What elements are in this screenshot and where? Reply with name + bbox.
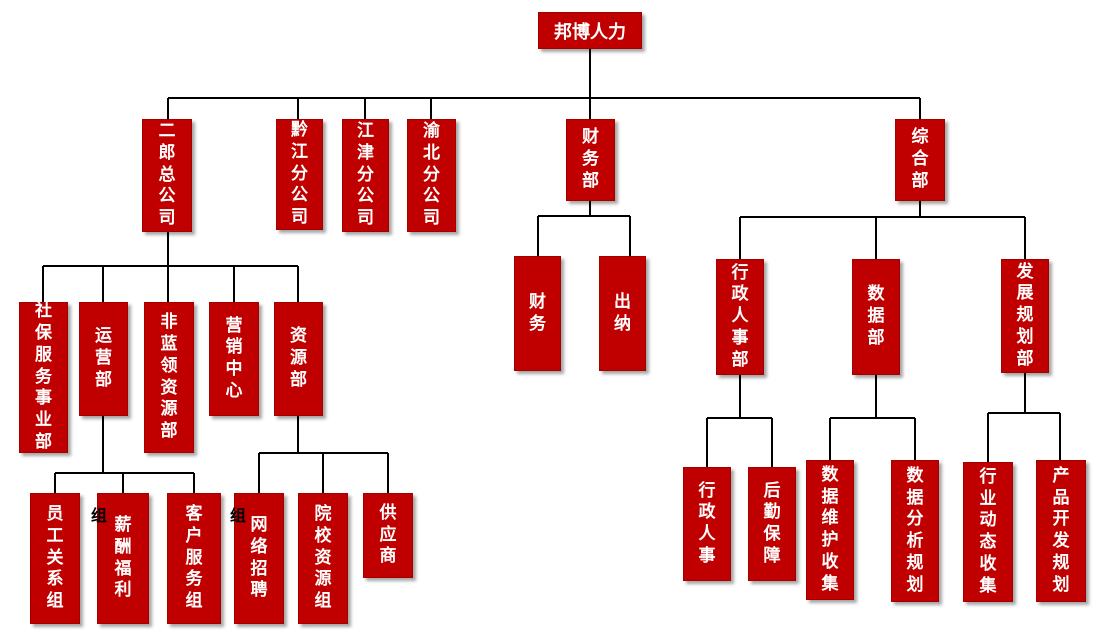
node-weihu[interactable]: 数据维护收集 — [806, 460, 854, 600]
node-label: 出纳 — [614, 291, 631, 334]
node-caiwu[interactable]: 财务 — [514, 256, 561, 371]
node-qianjiang[interactable]: 黔江分公司 — [276, 119, 323, 230]
node-label: 薪酬福利 — [114, 515, 132, 601]
node-ziyuan[interactable]: 资源部 — [274, 302, 323, 416]
node-shuju[interactable]: 数据部 — [852, 259, 900, 375]
node-label: 院校资源组 — [314, 504, 332, 612]
node-chuna[interactable]: 出纳 — [599, 256, 646, 371]
node-erlang[interactable]: 二郎总公司 — [142, 119, 192, 232]
node-kehu[interactable]: 客户服务组 — [167, 493, 221, 624]
node-label: 行业动态收集 — [979, 466, 997, 596]
node-label: 客户服务组 — [185, 504, 203, 612]
node-feilanling[interactable]: 非蓝领资源部 — [144, 302, 194, 453]
node-label: 产品开发规划 — [1052, 465, 1070, 595]
node-label: 数据维护收集 — [821, 464, 839, 594]
node-label: 江津分公司 — [357, 121, 374, 229]
node-yubei[interactable]: 渝北分公司 — [407, 119, 456, 232]
node-label: 数据分析规划 — [906, 465, 924, 595]
stray-prefix-text: 组 — [230, 506, 247, 525]
node-root[interactable]: 邦博人力 — [538, 12, 642, 49]
node-label: 行政人事部 — [731, 262, 749, 370]
node-yuangong[interactable]: 员工关系组 — [30, 493, 80, 624]
node-label: 非蓝领资源部 — [160, 312, 178, 441]
node-label: 运营部 — [95, 326, 112, 390]
node-label: 资源部 — [290, 326, 307, 390]
node-houqin[interactable]: 后勤保障 — [748, 467, 796, 581]
node-label: 二郎总公司 — [158, 121, 176, 229]
stray-prefix-text: 组 — [91, 506, 108, 525]
node-label: 后勤保障 — [763, 480, 781, 566]
node-xzrs[interactable]: 行政人事 — [683, 467, 731, 581]
node-wangluo[interactable]: 网络招聘 — [234, 493, 284, 624]
node-yunying[interactable]: 运营部 — [79, 302, 128, 416]
node-label: 网络招聘 — [250, 515, 268, 601]
node-yingxiao[interactable]: 营销中心 — [209, 302, 259, 416]
node-label: 供应商 — [379, 502, 397, 567]
node-label: 行政人事 — [698, 480, 716, 566]
node-gongying[interactable]: 供应商 — [363, 493, 413, 578]
node-label: 社保服务事业部 — [35, 301, 52, 452]
node-label: 财务部 — [582, 127, 599, 191]
node-chanpin[interactable]: 产品开发规划 — [1036, 460, 1086, 602]
node-fazhan[interactable]: 发展规划部 — [1001, 259, 1049, 373]
node-fenxi[interactable]: 数据分析规划 — [891, 460, 939, 602]
node-zonghebu[interactable]: 综合部 — [895, 119, 945, 201]
node-label: 财务 — [529, 291, 546, 334]
node-jiangjin[interactable]: 江津分公司 — [342, 119, 389, 232]
node-xingzheng[interactable]: 行政人事部 — [716, 259, 764, 375]
node-label: 综合部 — [911, 127, 929, 191]
node-label: 黔江分公司 — [291, 120, 308, 228]
node-label: 发展规划部 — [1016, 261, 1034, 369]
node-shebao[interactable]: 社保服务事业部 — [19, 301, 68, 453]
node-label: 邦博人力 — [554, 21, 626, 43]
node-label: 数据部 — [867, 284, 885, 348]
node-yuanxiao[interactable]: 院校资源组 — [298, 493, 348, 624]
node-hangye[interactable]: 行业动态收集 — [963, 462, 1013, 602]
node-xinchou[interactable]: 薪酬福利 — [97, 493, 149, 624]
node-caiwubu[interactable]: 财务部 — [566, 119, 615, 201]
node-label: 渝北分公司 — [423, 121, 440, 229]
node-label: 营销中心 — [225, 315, 243, 401]
node-label: 员工关系组 — [46, 504, 64, 612]
